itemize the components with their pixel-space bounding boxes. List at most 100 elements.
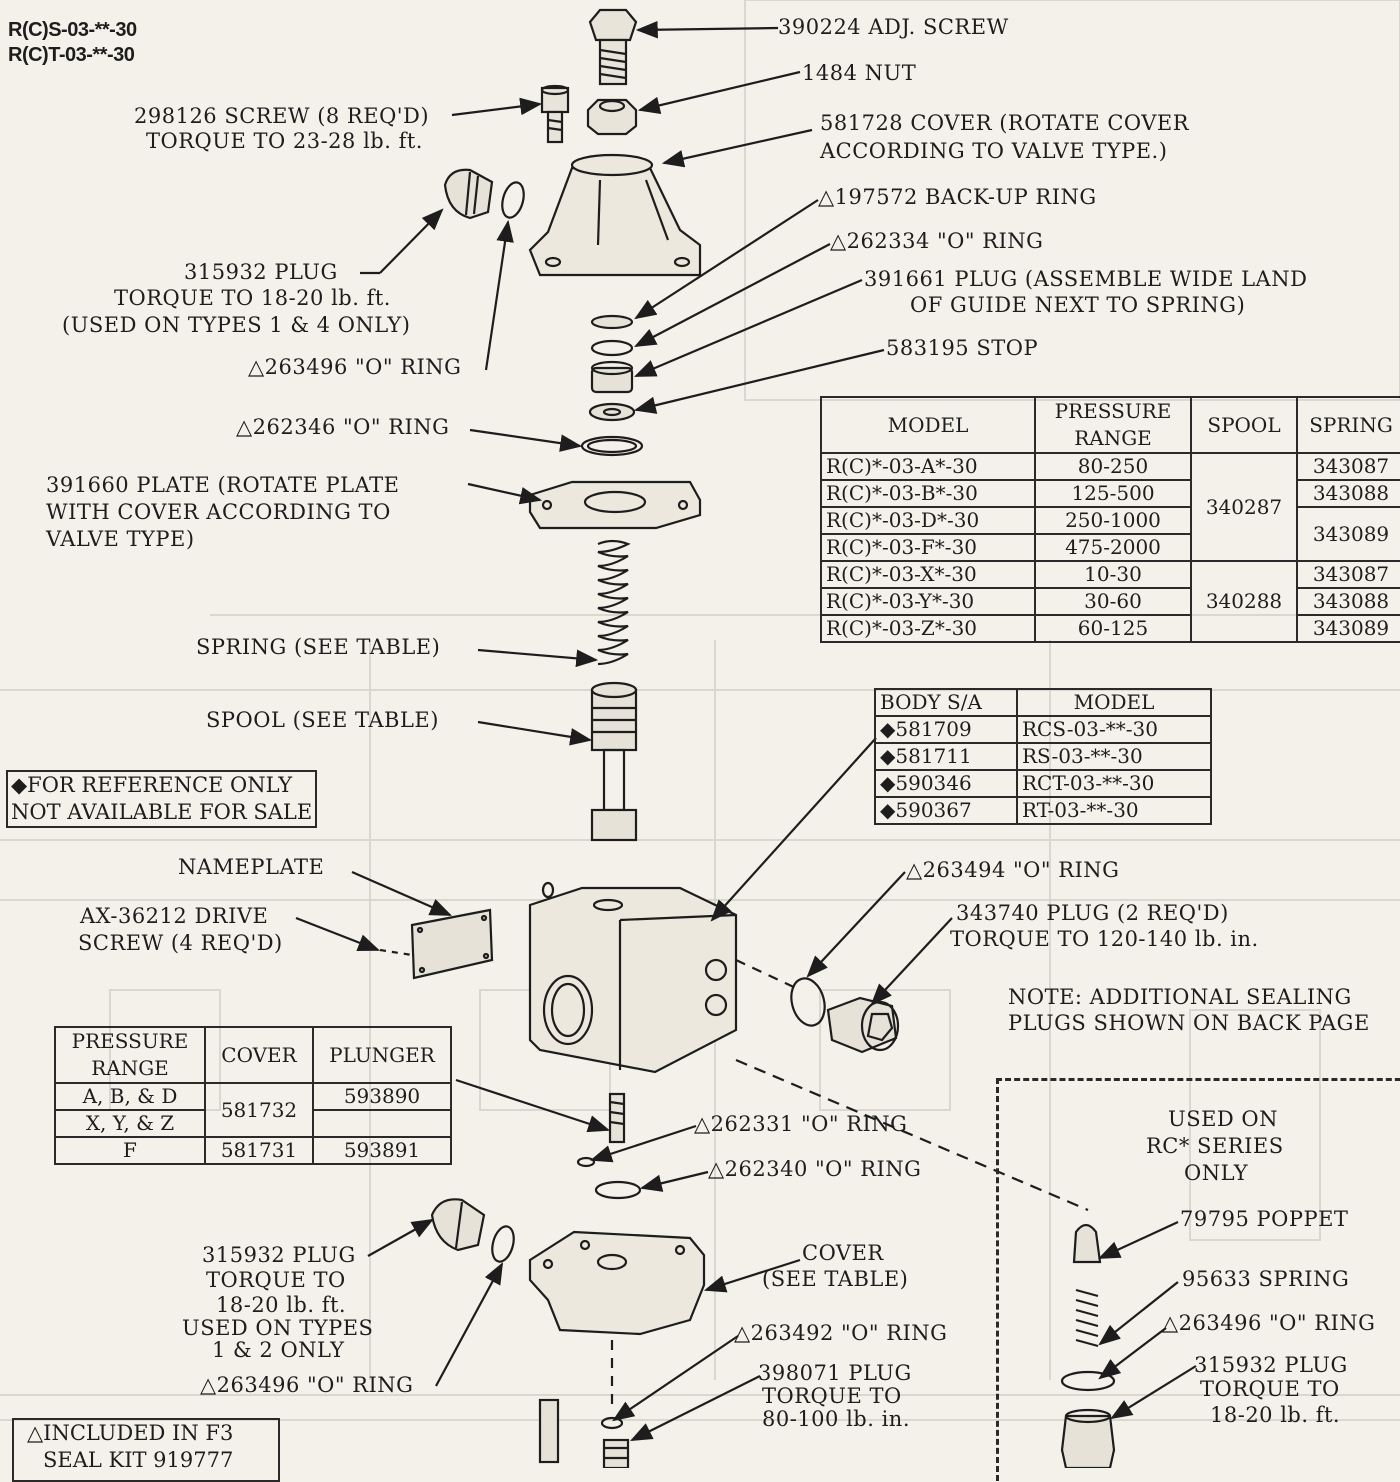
spring-cell: 343087	[1296, 452, 1400, 481]
plunger-cell: 593891	[312, 1136, 452, 1165]
used-on-line-1: USED ON	[1168, 1107, 1279, 1131]
callout-o-ring-263494: △263494 "O" RING	[906, 858, 1120, 882]
plate-part	[528, 480, 702, 530]
callout-plate-line-3: VALVE TYPE)	[46, 527, 195, 551]
valve-stack-rings	[580, 314, 644, 457]
reference-only-note-box: ◆FOR REFERENCE ONLY NOT AVAILABLE FOR SA…	[6, 770, 318, 828]
cover-pressure-header-line-2: RANGE	[91, 1056, 169, 1080]
table-row: ◆590367 RT-03-**-30	[874, 796, 1212, 825]
used-on-line-2: RC* SERIES	[1146, 1134, 1284, 1158]
valve-body-part	[528, 881, 738, 1074]
callout-o-ring-263496-bottom: △263496 "O" RING	[200, 1373, 414, 1397]
bottom-cover-part	[528, 1230, 706, 1336]
table-row: ◆581709 RCS-03-**-30	[874, 715, 1212, 744]
cover-table-header-plunger: PLUNGER	[312, 1026, 452, 1084]
callout-bottom-cover-line-2: (SEE TABLE)	[762, 1267, 909, 1291]
model-cell: R(C)*-03-X*-30	[820, 560, 1036, 589]
callout-o-ring-262334: △262334 "O" RING	[830, 229, 1044, 253]
plunger-cell: 593890	[312, 1082, 452, 1111]
spool-cell: 340287	[1190, 452, 1298, 562]
spring-cell: 343088	[1296, 479, 1400, 508]
model-cell: R(C)*-03-D*-30	[820, 506, 1036, 535]
range-cell: 30-60	[1034, 587, 1192, 616]
table-row: R(C)*-03-D*-30 250-1000 343089	[820, 506, 1400, 562]
model-cell: RCT-03-**-30	[1016, 769, 1212, 798]
model-cell: RCS-03-**-30	[1016, 715, 1212, 744]
pressure-header-line-2: RANGE	[1074, 426, 1152, 450]
model-cell: R(C)*-03-A*-30	[820, 452, 1036, 481]
cover-table-header-pressure: PRESSURE RANGE	[54, 1026, 206, 1084]
table-row: R(C)*-03-Z*-30 60-125 343089	[820, 614, 1400, 643]
note-sealing-line-1: NOTE: ADDITIONAL SEALING	[1008, 985, 1352, 1009]
callout-bottom-plug-line-3: 18-20 lb. ft.	[216, 1293, 347, 1317]
table-row: R(C)*-03-F*-30 475-2000	[820, 533, 1400, 562]
body-cell: ◆590367	[874, 796, 1018, 825]
callout-nut: 1484 NUT	[802, 61, 917, 85]
table-row: ◆590346 RCT-03-**-30	[874, 769, 1212, 798]
callout-plug-398071-line-1: 398071 PLUG	[758, 1361, 912, 1385]
callout-top-plug-line-1: 315932 PLUG	[184, 260, 338, 284]
seal-kit-line-2: SEAL KIT 919777	[43, 1448, 234, 1472]
callout-o-ring-263496-top: △263496 "O" RING	[248, 355, 462, 379]
callout-plug-343740-line-1: 343740 PLUG (2 REQ'D)	[956, 901, 1229, 925]
callout-adj-screw: 390224 ADJ. SCREW	[778, 15, 1009, 39]
bottom-plug-part	[602, 1438, 630, 1468]
callout-o-ring-263496-right: △263496 "O" RING	[1162, 1311, 1376, 1335]
body-cell: ◆590346	[874, 769, 1018, 798]
callout-bottom-plug-line-5: 1 & 2 ONLY	[212, 1338, 345, 1362]
range-cell: 60-125	[1034, 614, 1192, 643]
rc-series-only-dashed-frame	[996, 1078, 1400, 1481]
callout-right-plug-line-1: 315932 PLUG	[1194, 1353, 1348, 1377]
model-cell: RT-03-**-30	[1016, 796, 1212, 825]
used-on-line-3: ONLY	[1184, 1161, 1249, 1185]
range-cell: 80-250	[1034, 452, 1192, 481]
range-cell: 10-30	[1034, 560, 1192, 589]
callout-o-ring-262346: △262346 "O" RING	[236, 415, 450, 439]
model-title-line-1: R(C)S-03-**-30	[8, 19, 137, 41]
poppet-plug-part	[1060, 1408, 1116, 1468]
callout-poppet: 79795 POPPET	[1180, 1207, 1349, 1231]
spring-part	[597, 539, 631, 666]
callout-plate-line-1: 391660 PLATE (ROTATE PLATE	[46, 473, 400, 497]
body-cell: ◆581711	[874, 742, 1018, 771]
table-row: ◆581711 RS-03-**-30	[874, 742, 1212, 771]
body-assembly-table: BODY S/A MODEL ◆581709 RCS-03-**-30 ◆581…	[874, 688, 1212, 825]
callout-bottom-plug-line-2: TORQUE TO	[206, 1268, 346, 1292]
adjustment-screw-part	[588, 8, 638, 86]
note-sealing-line-2: PLUGS SHOWN ON BACK PAGE	[1008, 1011, 1370, 1035]
spool-part	[590, 681, 638, 842]
callout-cover-line-1: 581728 COVER (ROTATE COVER	[820, 111, 1190, 135]
table-row: R(C)*-03-Y*-30 30-60 343088	[820, 587, 1400, 616]
range-cell: 125-500	[1034, 479, 1192, 508]
model-title-line-2: R(C)T-03-**-30	[8, 44, 135, 66]
seal-kit-note-box: △INCLUDED IN F3 SEAL KIT 919777	[12, 1418, 280, 1482]
model-cell: R(C)*-03-Z*-30	[820, 614, 1036, 643]
body-cell: ◆581709	[874, 715, 1018, 744]
model-table-header-model: MODEL	[820, 396, 1036, 454]
callout-o-ring-262340: △262340 "O" RING	[708, 1157, 922, 1181]
bottom-screw-part	[538, 1398, 560, 1464]
callout-stop: 583195 STOP	[886, 336, 1039, 360]
callout-plug-391661-line-1: 391661 PLUG (ASSEMBLE WIDE LAND	[864, 267, 1308, 291]
cover-plunger-table: PRESSURE RANGE COVER PLUNGER A, B, & D 5…	[54, 1026, 452, 1165]
callout-top-plug-line-2: TORQUE TO 18-20 lb. ft.	[114, 286, 391, 310]
seal-kit-line-1: △INCLUDED IN F3	[27, 1421, 234, 1445]
model-cell: R(C)*-03-F*-30	[820, 533, 1036, 562]
body-table-header-body: BODY S/A	[874, 688, 1018, 717]
range-cell: A, B, & D	[54, 1082, 206, 1111]
plunger-part	[576, 1092, 642, 1200]
range-cell: 475-2000	[1034, 533, 1192, 562]
callout-o-ring-262331: △262331 "O" RING	[694, 1112, 908, 1136]
bottom-plug-left-part	[430, 1198, 515, 1263]
bottom-o-ring-part	[600, 1416, 624, 1430]
model-table-header-pressure: PRESSURE RANGE	[1034, 396, 1192, 454]
cover-table-header-cover: COVER	[204, 1026, 314, 1084]
callout-plug-398071-line-3: 80-100 lb. in.	[762, 1407, 911, 1431]
reference-note-line-1: ◆FOR REFERENCE ONLY	[11, 773, 293, 797]
callout-bottom-plug-line-1: 315932 PLUG	[202, 1243, 356, 1267]
table-row: A, B, & D 581732 593890	[54, 1082, 452, 1138]
plunger-cell	[312, 1109, 452, 1138]
poppet-o-ring-part	[1060, 1370, 1116, 1392]
